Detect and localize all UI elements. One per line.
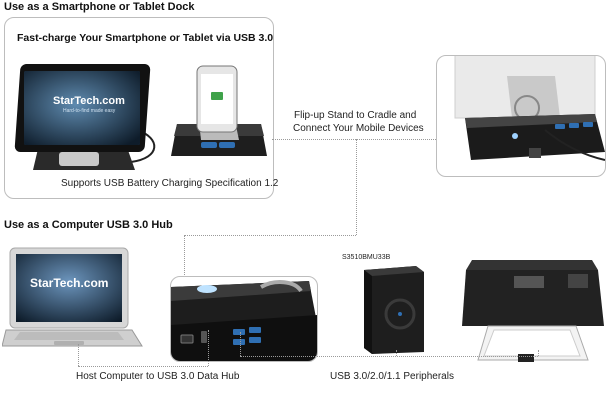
- hub-section-heading: Use as a Computer USB 3.0 Hub: [4, 219, 173, 231]
- flip-stand-hub-illustration: [454, 56, 605, 161]
- connector-hub-down-right: [240, 332, 241, 356]
- connector-hub-down-left: [208, 330, 209, 366]
- hub-photo-frame: [170, 276, 318, 362]
- connector-dock-to-photo: [272, 139, 436, 140]
- dock-panel-title: Fast-charge Your Smartphone or Tablet vi…: [17, 32, 274, 44]
- host-laptop-illustration: [2, 247, 143, 347]
- connector-into-hub: [184, 235, 185, 277]
- usb-hub-illustration: [171, 280, 317, 361]
- connector-peripherals: [240, 356, 538, 357]
- flip-stand-callout-line2: Connect Your Mobile Devices: [293, 123, 424, 134]
- peripherals-callout: USB 3.0/2.0/1.1 Peripherals: [330, 371, 454, 382]
- connector-laptop-down: [78, 344, 79, 366]
- connector-drive-down: [396, 350, 397, 356]
- flip-stand-callout-line1: Flip-up Stand to Cradle and: [294, 110, 417, 121]
- phone-on-dock-illustration: [171, 65, 267, 156]
- connector-printer-down: [538, 350, 539, 356]
- connector-down-to-hub: [356, 139, 357, 235]
- tablet-on-dock-illustration: [14, 64, 156, 170]
- connector-to-hub-frame: [184, 235, 356, 236]
- dock-section-heading: Use as a Smartphone or Tablet Dock: [4, 1, 195, 13]
- connector-laptop-to-hub: [78, 366, 208, 367]
- printer-illustration: [462, 260, 604, 362]
- external-drive-illustration: [364, 266, 424, 354]
- dock-panel: Fast-charge Your Smartphone or Tablet vi…: [4, 17, 278, 199]
- laptop-screen-logo: StarTech.com: [30, 276, 109, 290]
- drive-model-label: S3510BMU33B: [342, 254, 391, 261]
- flip-stand-photo-frame: [436, 55, 606, 177]
- dock-panel-caption: Supports USB Battery Charging Specificat…: [61, 178, 279, 189]
- tablet-screen-logo: StarTech.com: [53, 95, 125, 107]
- tablet-screen-tagline: Hard-to-find made easy: [63, 108, 116, 114]
- host-callout: Host Computer to USB 3.0 Data Hub: [76, 371, 240, 382]
